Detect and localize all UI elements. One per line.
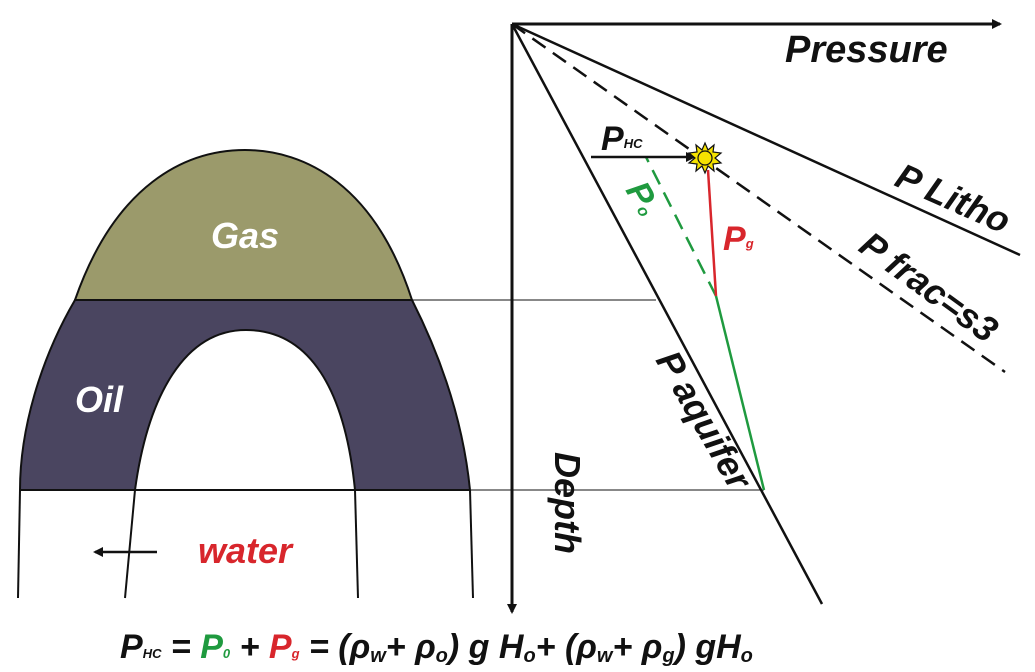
inner-reservoir-wall-left bbox=[124, 489, 136, 599]
pressure-axis-label: Pressure bbox=[785, 29, 948, 71]
oil-pressure-line bbox=[714, 295, 766, 491]
gas-cap-zone bbox=[73, 148, 414, 301]
outer-reservoir-wall-left bbox=[17, 489, 21, 599]
fracture-point-sun-icon bbox=[687, 141, 723, 175]
gas-pressure-line bbox=[706, 169, 718, 297]
water-label: water bbox=[198, 530, 294, 571]
aquifer-gradient-line bbox=[510, 23, 824, 605]
outer-reservoir-wall-right bbox=[469, 489, 474, 599]
oil-pressure-extrapolation bbox=[644, 156, 718, 297]
gas-label: Gas bbox=[211, 215, 279, 256]
fracture-gradient-line bbox=[511, 22, 1006, 374]
pressure-depth-plot: Pressure Depth P Litho P frac=s3 P aquif… bbox=[507, 19, 1021, 614]
oil-label: Oil bbox=[75, 379, 124, 420]
trap-cross-section: Gas Oil water bbox=[17, 148, 474, 599]
frac-gradient-label: P frac=s3 bbox=[852, 223, 1005, 350]
gas-pressure-label: Pg bbox=[723, 220, 754, 258]
lithostatic-gradient-line bbox=[511, 22, 1021, 257]
hc-pressure-equation: PHC = P0 + Pg = (ρw+ ρo) g Ho+ (ρw+ ρg) … bbox=[120, 628, 753, 667]
aquifer-gradient-label: P aquifer bbox=[648, 344, 761, 498]
litho-gradient-label: P Litho bbox=[890, 155, 1017, 242]
inner-reservoir-wall-right bbox=[354, 489, 359, 599]
oil-leg-zone bbox=[18, 299, 472, 491]
depth-axis-label: Depth bbox=[547, 452, 588, 554]
hc-pressure-label: PHC bbox=[601, 120, 643, 158]
